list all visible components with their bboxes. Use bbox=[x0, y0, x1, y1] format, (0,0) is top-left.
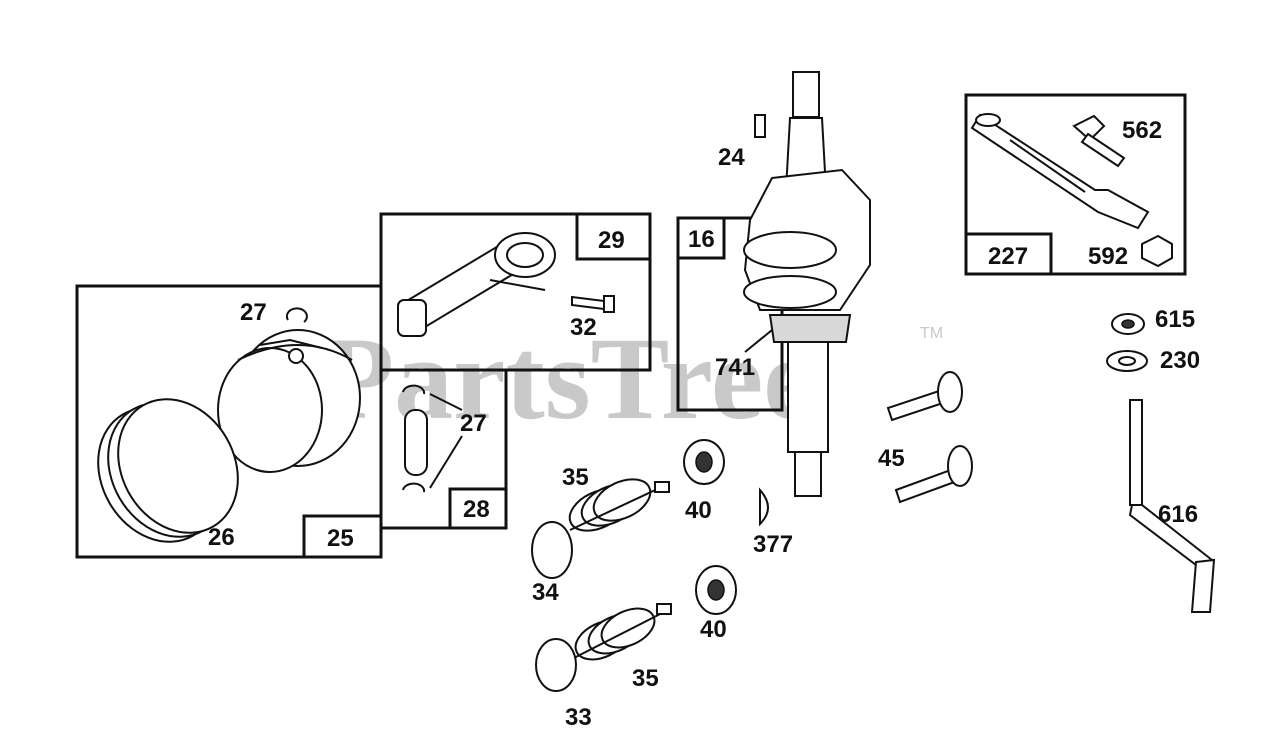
valve-retainer-lower-icon[interactable] bbox=[695, 565, 737, 615]
crankshaft-key-377-icon[interactable] bbox=[759, 487, 769, 527]
governor-lever-box[interactable]: 227 bbox=[964, 93, 1187, 276]
piston-pin-box-label: 28 bbox=[463, 496, 490, 523]
connecting-rod-screw-icon[interactable] bbox=[571, 295, 615, 313]
piston-pin-illustration[interactable] bbox=[402, 384, 463, 493]
connecting-rod-illustration[interactable] bbox=[397, 232, 556, 337]
callout-741: 741 bbox=[715, 354, 755, 381]
washer-615-icon[interactable] bbox=[1111, 313, 1145, 335]
governor-nut-icon[interactable] bbox=[1141, 234, 1173, 268]
governor-crank-illustration[interactable] bbox=[1128, 399, 1216, 613]
piston-assembly-box-label: 25 bbox=[327, 525, 354, 552]
piston-ring-set-illustration[interactable] bbox=[75, 377, 262, 563]
governor-lever-illustration[interactable] bbox=[970, 113, 1150, 230]
callout-45: 45 bbox=[878, 445, 905, 472]
callout-32: 32 bbox=[570, 314, 597, 341]
callout-26: 26 bbox=[208, 524, 235, 551]
leader-741 bbox=[744, 329, 773, 353]
washer-230-icon[interactable] bbox=[1106, 350, 1148, 372]
callout-35-upper: 35 bbox=[562, 464, 589, 491]
callout-24: 24 bbox=[718, 144, 745, 171]
valve-upper-illustration[interactable] bbox=[531, 521, 573, 579]
callout-40-upper: 40 bbox=[685, 497, 712, 524]
crankshaft-key-icon[interactable] bbox=[754, 114, 766, 138]
piston-pin-box[interactable]: 28 bbox=[379, 368, 508, 530]
callout-230: 230 bbox=[1160, 347, 1200, 374]
tappet-lower-illustration[interactable] bbox=[894, 445, 973, 504]
callout-27-pin: 27 bbox=[460, 410, 487, 437]
valve-retainer-upper-icon[interactable] bbox=[683, 439, 725, 485]
callout-33: 33 bbox=[565, 704, 592, 731]
callout-615: 615 bbox=[1155, 306, 1195, 333]
valve-spring-upper-illustration[interactable] bbox=[563, 471, 670, 539]
connecting-rod-box[interactable]: 29 bbox=[379, 212, 652, 372]
tappet-upper-illustration[interactable] bbox=[886, 371, 963, 422]
governor-lever-box-label: 227 bbox=[988, 243, 1028, 270]
watermark-trademark: TM bbox=[920, 325, 943, 342]
callout-616: 616 bbox=[1158, 501, 1198, 528]
callout-377: 377 bbox=[753, 531, 793, 558]
callout-40-lower: 40 bbox=[700, 616, 727, 643]
connecting-rod-box-label: 29 bbox=[598, 227, 625, 254]
crankshaft-box-label: 16 bbox=[688, 226, 715, 253]
callout-592: 592 bbox=[1088, 243, 1128, 270]
crankshaft-illustration[interactable] bbox=[743, 71, 871, 497]
callout-562: 562 bbox=[1122, 117, 1162, 144]
piston-pin-retainer-icon[interactable] bbox=[285, 307, 308, 323]
valve-spring-lower-illustration[interactable] bbox=[569, 601, 672, 667]
callout-34: 34 bbox=[532, 579, 559, 606]
governor-bolt-icon[interactable] bbox=[1072, 114, 1126, 168]
callout-27-top: 27 bbox=[240, 299, 267, 326]
piston-illustration[interactable] bbox=[217, 329, 361, 473]
valve-lower-illustration[interactable] bbox=[535, 638, 577, 692]
callout-35-lower: 35 bbox=[632, 665, 659, 692]
